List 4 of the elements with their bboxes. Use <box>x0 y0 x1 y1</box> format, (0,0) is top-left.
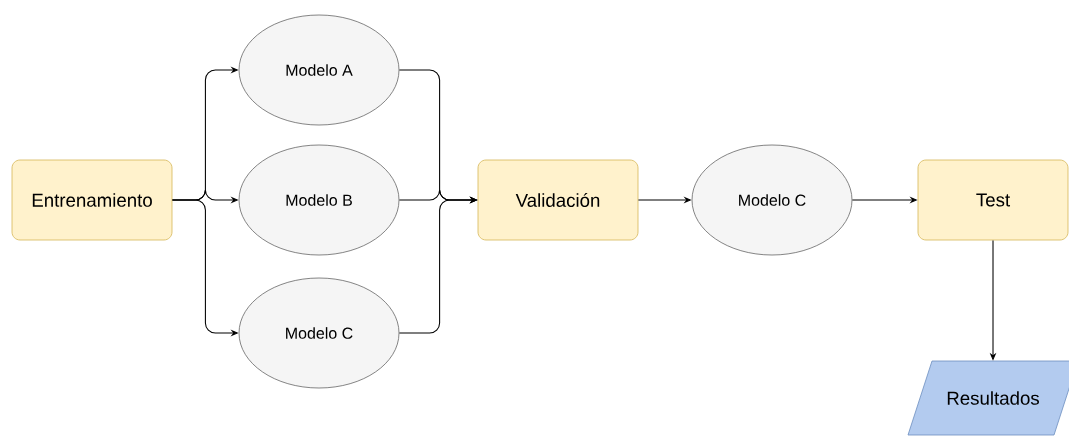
process-box: Entrenamiento <box>11 159 173 241</box>
output-parallelogram: Resultados <box>907 360 1069 436</box>
process-box: Validación <box>477 159 639 241</box>
process-box: Test <box>917 159 1069 241</box>
